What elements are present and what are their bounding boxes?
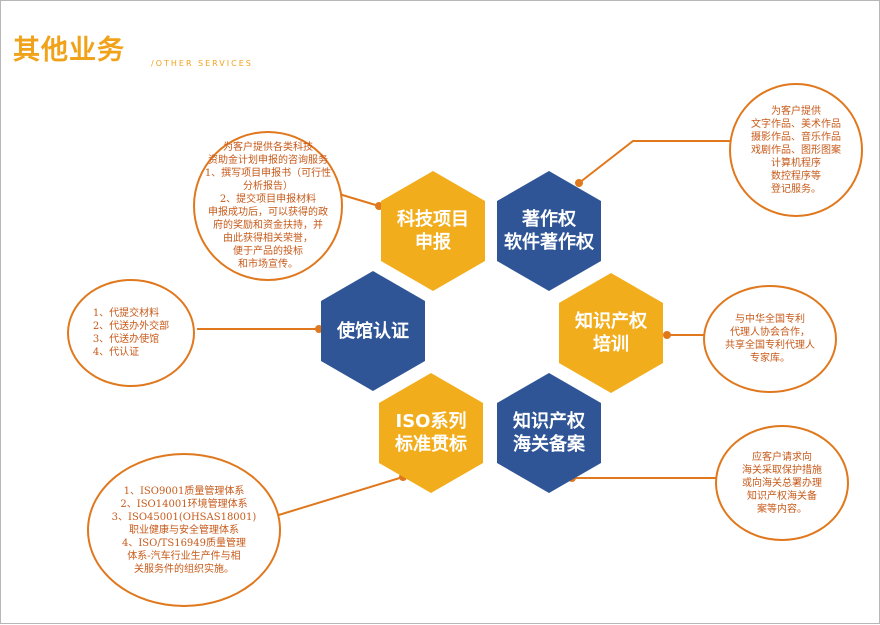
hex-embassy-certification[interactable]: 使馆认证	[321, 271, 425, 391]
page-title: 其他业务	[13, 35, 125, 66]
bubble-training-detail: 与中华全国专利 代理人协会合作， 共享全国专利代理人 专家库。	[703, 285, 837, 393]
connector-iso	[258, 476, 404, 522]
connector-dot-iso	[399, 473, 407, 481]
bubble-text: 为客户提供 文字作品、美术作品 摄影作品、音乐作品 戏剧作品、图形图案 计算机程…	[751, 105, 841, 195]
hex-label: 著作权 软件著作权	[504, 209, 594, 253]
bubble-iso-detail: 1、ISO9001质量管理体系 2、ISO14001环境管理体系 3、ISO45…	[87, 453, 281, 607]
connector-dot-shiguan	[315, 325, 323, 333]
hex-iso-standards[interactable]: ISO系列 标准贯标	[379, 373, 483, 493]
connector-dot-keji	[375, 202, 383, 210]
bubble-text: 与中华全国专利 代理人协会合作， 共享全国专利代理人 专家库。	[725, 314, 815, 364]
connector-dot-zhuzuo	[575, 179, 583, 187]
hex-copyright[interactable]: 著作权 软件著作权	[497, 171, 601, 291]
page-subtitle: /OTHER SERVICES	[151, 59, 253, 68]
hex-keji-project[interactable]: 科技项目 申报	[381, 171, 485, 291]
bubble-text: 应客户请求向 海关采取保护措施 或向海关总署办理 知识产权海关备 案等内容。	[742, 451, 822, 515]
hex-label: 科技项目 申报	[397, 209, 469, 253]
bubble-copyright-detail: 为客户提供 文字作品、美术作品 摄影作品、音乐作品 戏剧作品、图形图案 计算机程…	[729, 83, 863, 217]
bubble-embassy-detail: 1、代提交材料 2、代送办外交部 3、代送办使馆 4、代认证	[67, 279, 195, 387]
hex-label: 知识产权 培训	[575, 311, 647, 355]
hex-label: ISO系列 标准贯标	[395, 411, 467, 455]
bubble-text: 为客户提供各类科技 资助金计划申报的咨询服务 1、撰写项目申报书（可行性 分析报…	[204, 142, 332, 270]
bubble-keji-detail: 为客户提供各类科技 资助金计划申报的咨询服务 1、撰写项目申报书（可行性 分析报…	[193, 131, 343, 281]
bubble-text: 1、ISO9001质量管理体系 2、ISO14001环境管理体系 3、ISO45…	[111, 485, 257, 575]
hex-label: 知识产权 海关备案	[513, 411, 585, 455]
bubble-customs-detail: 应客户请求向 海关采取保护措施 或向海关总署办理 知识产权海关备 案等内容。	[715, 425, 849, 541]
connector-dot-peixun	[663, 331, 671, 339]
connector-zhuzuo	[578, 140, 737, 184]
bubble-text: 1、代提交材料 2、代送办外交部 3、代送办使馆 4、代认证	[92, 308, 170, 358]
hex-label: 使馆认证	[337, 320, 409, 342]
